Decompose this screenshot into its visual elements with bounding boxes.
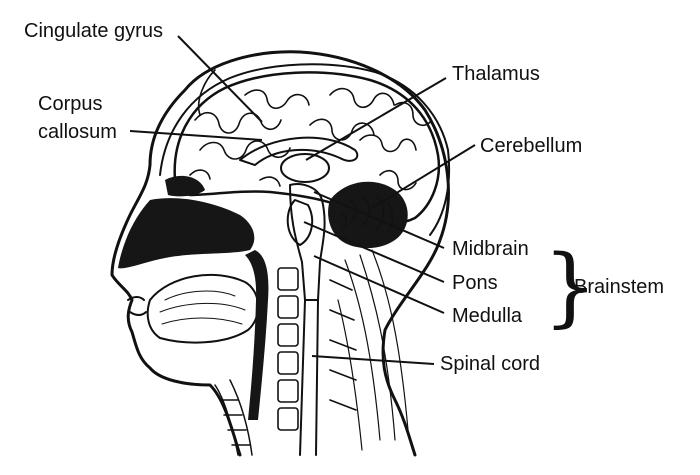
label-midbrain: Midbrain <box>452 238 529 260</box>
label-corpus-callosum-line1: Corpus <box>38 93 102 115</box>
thalamus-shape <box>281 154 329 182</box>
label-cingulate-gyrus: Cingulate gyrus <box>24 20 163 42</box>
tongue-texture <box>160 291 245 324</box>
leader-corpus-callosum <box>130 131 262 140</box>
sinus-dark <box>165 176 205 196</box>
label-pons: Pons <box>452 272 498 294</box>
pons-shape <box>288 200 312 245</box>
nasal-cavity <box>118 198 254 268</box>
label-brainstem: Brainstem <box>574 276 664 298</box>
neck-muscles <box>338 250 408 450</box>
label-corpus-callosum-line2: callosum <box>38 121 117 143</box>
spinal-cord-shape <box>300 300 318 455</box>
label-cerebellum: Cerebellum <box>480 135 582 157</box>
leader-medulla <box>314 256 444 313</box>
leader-cerebellum <box>372 145 475 208</box>
label-thalamus: Thalamus <box>452 63 540 85</box>
pharynx <box>245 250 268 420</box>
label-medulla: Medulla <box>452 305 523 327</box>
leader-spinal-cord <box>312 356 434 364</box>
label-spinal-cord: Spinal cord <box>440 353 540 375</box>
trachea <box>215 380 252 455</box>
head-illustration <box>112 52 449 455</box>
